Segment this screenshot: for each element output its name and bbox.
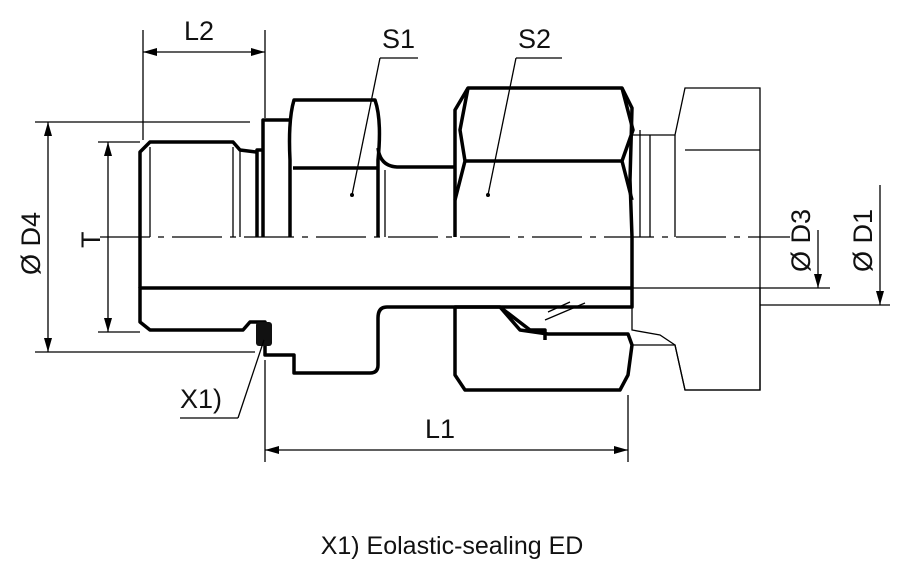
label-s2: S2 — [518, 24, 551, 54]
hex-s1 — [287, 98, 382, 237]
connected-part — [632, 87, 761, 391]
label-d1: Ø D1 — [848, 209, 878, 272]
caption: X1) Eolastic-sealing ED — [320, 532, 584, 560]
label-l1: L1 — [425, 414, 455, 444]
nut-section — [453, 305, 634, 392]
label-s1: S1 — [382, 24, 415, 54]
label-d3: Ø D3 — [786, 209, 816, 272]
label-t: T — [76, 232, 106, 249]
body-section — [138, 286, 634, 375]
label-l2: L2 — [184, 16, 214, 46]
label-x1: X1) — [180, 384, 222, 414]
elastic-seal — [256, 322, 272, 346]
thread-end — [138, 140, 257, 237]
label-d4: Ø D4 — [16, 212, 46, 275]
